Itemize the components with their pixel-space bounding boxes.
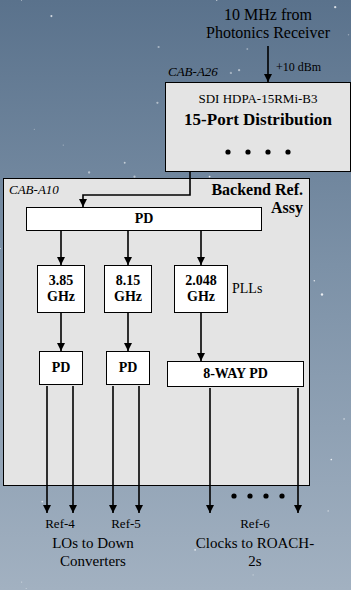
port-name: Ref-5 xyxy=(101,516,151,532)
box-fill xyxy=(37,265,85,313)
box-label: 8.15 GHz xyxy=(105,273,151,305)
cabinet-label: CAB-A10 xyxy=(9,182,59,198)
power-divider: 8-WAY PD xyxy=(167,361,304,387)
port-name: Ref-6 xyxy=(230,516,280,532)
box-fill xyxy=(26,207,262,231)
power-divider: PD xyxy=(39,351,83,385)
signal-arrow xyxy=(60,313,62,351)
pll-box: 3.85 GHz xyxy=(37,265,85,313)
pll-box: 8.15 GHz xyxy=(104,265,152,313)
signal-source: 10 MHz from Photonics Receiver xyxy=(193,6,343,42)
box-fill xyxy=(106,351,150,385)
box-fill xyxy=(174,265,228,313)
distribution-box: CAB-A26SDI HDPA-15RMi-B315-Port Distribu… xyxy=(165,82,351,172)
signal-arrow xyxy=(200,231,202,265)
signal-arrow xyxy=(127,231,129,265)
signal-arrow xyxy=(60,231,62,265)
box-label: PD xyxy=(135,211,154,227)
box-fill xyxy=(3,178,310,486)
cabinet-label: CAB-A26 xyxy=(168,64,218,80)
box-fill xyxy=(167,361,304,387)
box-fill xyxy=(104,265,152,313)
signal-arrow xyxy=(200,313,202,361)
signal-arrow xyxy=(127,313,129,351)
box-fill xyxy=(165,82,351,172)
assembly-box: CAB-A10 Backend Ref. AssyPD 3.85 GHz 8.15 G… xyxy=(3,178,310,486)
box-title: Backend Ref. Assy xyxy=(191,181,303,217)
box-label: 8-WAY PD xyxy=(203,366,268,382)
group-label: PLLs xyxy=(232,281,276,297)
input-arrow xyxy=(267,46,269,82)
box-title: 15-Port Distribution xyxy=(166,110,350,130)
port-name: Ref-4 xyxy=(35,516,85,532)
box-label: PD xyxy=(52,360,71,376)
output-description: LOs to Down Converters xyxy=(28,534,158,570)
power-divider: PD xyxy=(106,351,150,385)
box-label: PD xyxy=(119,360,138,376)
box-fill xyxy=(39,351,83,385)
pll-box: 2.048 GHz xyxy=(174,265,228,313)
power-divider: PD xyxy=(26,207,262,231)
power-level: +10 dBm xyxy=(276,60,346,75)
output-arrows xyxy=(47,386,298,513)
box-label: 3.85 GHz xyxy=(38,273,84,305)
output-description: Clocks to ROACH-2s xyxy=(195,534,315,570)
model-number: SDI HDPA-15RMi-B3 xyxy=(166,91,350,107)
box-label: 2.048 GHz xyxy=(175,273,227,305)
